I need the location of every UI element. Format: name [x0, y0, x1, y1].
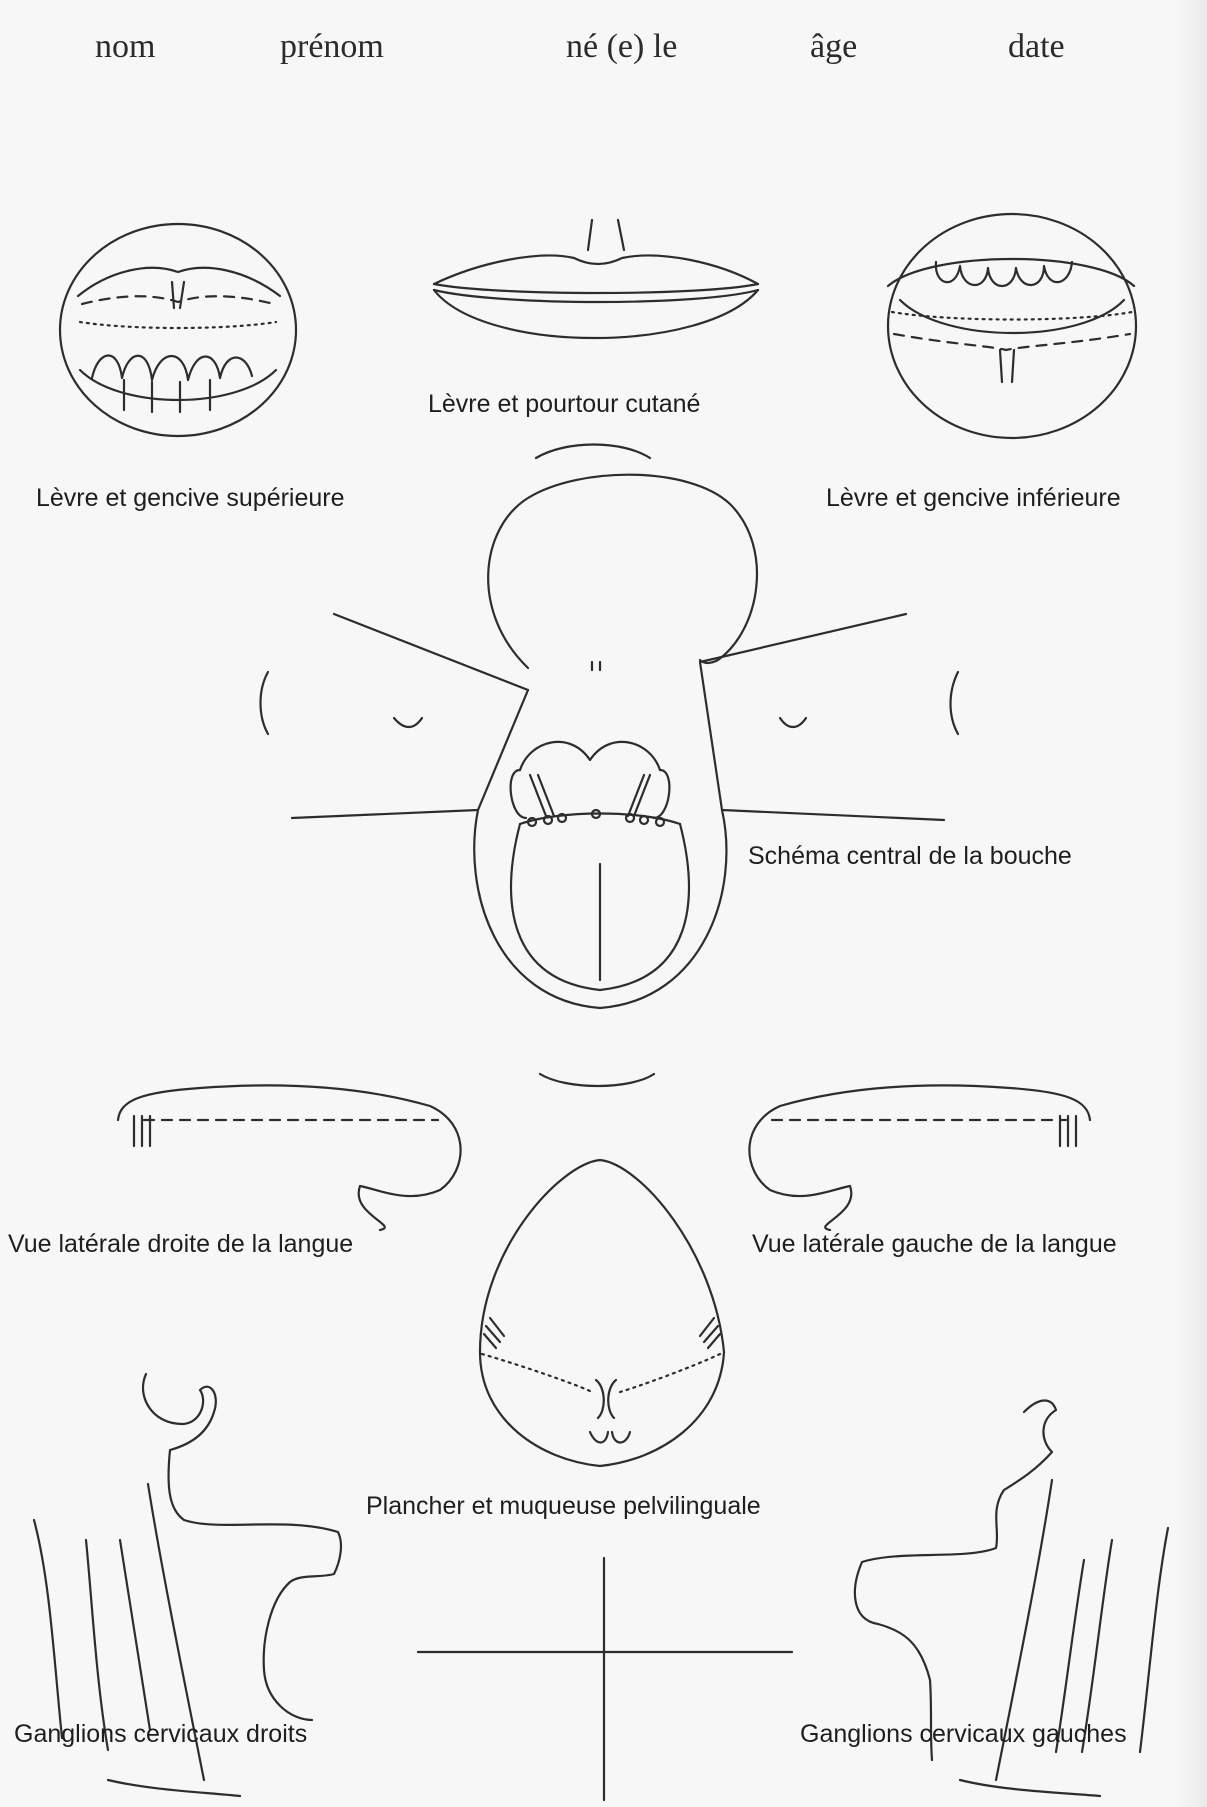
label-vue-laterale-gauche: Vue latérale gauche de la langue — [752, 1230, 1117, 1259]
tongue-left-lateral-drawing — [749, 1085, 1090, 1230]
label-levre-gencive-inferieure: Lèvre et gencive inférieure — [826, 484, 1121, 513]
label-vue-laterale-droite: Vue latérale droite de la langue — [8, 1230, 353, 1259]
label-schema-central: Schéma central de la bouche — [748, 842, 1072, 871]
label-levre-gencive-superieure: Lèvre et gencive supérieure — [36, 484, 345, 513]
lower-lip-gum-drawing — [888, 214, 1136, 438]
upper-lip-gum-drawing — [60, 224, 296, 436]
label-ganglions-gauches: Ganglions cervicaux gauches — [800, 1720, 1127, 1749]
central-mouth-drawing — [261, 475, 959, 1086]
mouth-floor-drawing — [480, 1160, 724, 1466]
label-plancher: Plancher et muqueuse pelvilinguale — [366, 1492, 761, 1521]
label-levre-pourtour: Lèvre et pourtour cutané — [428, 390, 700, 419]
tongue-right-lateral-drawing — [118, 1085, 461, 1230]
cross-drawing — [418, 1558, 792, 1800]
lips-drawing — [434, 220, 758, 458]
label-ganglions-droits: Ganglions cervicaux droits — [14, 1720, 307, 1749]
